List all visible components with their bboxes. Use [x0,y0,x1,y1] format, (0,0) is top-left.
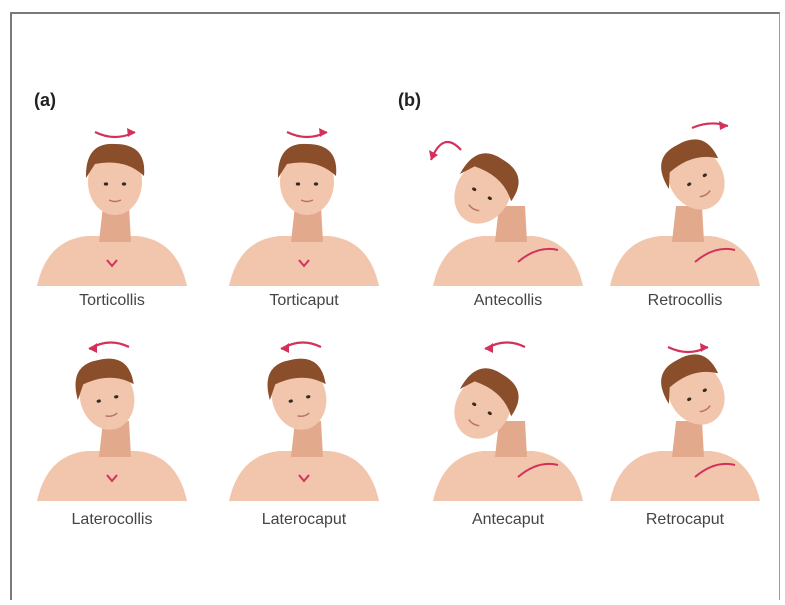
caption-retrocollis: Retrocollis [600,292,770,310]
caption-antecollis: Antecollis [423,292,593,310]
shoulders-shape [229,451,379,501]
shoulders-shape [37,236,187,286]
figure-antecollis: Antecollis [423,110,593,310]
eye-right [122,182,126,185]
head-group [278,144,336,215]
retrocollis-illustration [600,110,770,310]
shoulders-shape [229,236,379,286]
figure-torticollis: Torticollis [27,110,197,310]
shoulders-shape [610,451,760,501]
arrow-head [700,343,708,352]
caption-laterocaput: Laterocaput [219,511,389,529]
head-group [70,353,144,436]
head-group [652,130,738,221]
caption-retrocaput: Retrocaput [600,511,770,529]
eye-left [296,182,300,185]
figure-torticaput: Torticaput [219,110,389,310]
figure-retrocollis: Retrocollis [600,110,770,310]
antecaput-illustration [423,325,593,525]
arrow-head [127,128,135,137]
shoulders-shape [37,451,187,501]
laterocaput-illustration [219,325,389,525]
eye-left [104,182,108,185]
torticaput-illustration [219,110,389,310]
rotation-arrow [431,142,461,160]
arrow-head [319,128,327,137]
shoulders-shape [433,236,583,286]
figure-antecaput: Antecaput [423,325,593,525]
neck-shape [672,421,704,457]
shoulders-shape [610,236,760,286]
caption-antecaput: Antecaput [423,511,593,529]
shoulders-shape [433,451,583,501]
head-group [86,144,144,215]
head-group [262,353,336,436]
torticollis-illustration [27,110,197,310]
laterocollis-illustration [27,325,197,525]
arrow-head [719,121,728,130]
arrow-head [429,150,438,160]
figure-retrocaput: Retrocaput [600,325,770,525]
figure-laterocaput: Laterocaput [219,325,389,525]
figure-laterocollis: Laterocollis [27,325,197,525]
caption-laterocollis: Laterocollis [27,511,197,529]
antecollis-illustration [423,110,593,310]
head-group [652,345,738,436]
eye-right [314,182,318,185]
retrocaput-illustration [600,325,770,525]
caption-torticollis: Torticollis [27,292,197,310]
caption-torticaput: Torticaput [219,292,389,310]
neck-shape [672,206,704,242]
panel-label-b: (b) [398,90,421,111]
panel-label-a: (a) [34,90,56,111]
